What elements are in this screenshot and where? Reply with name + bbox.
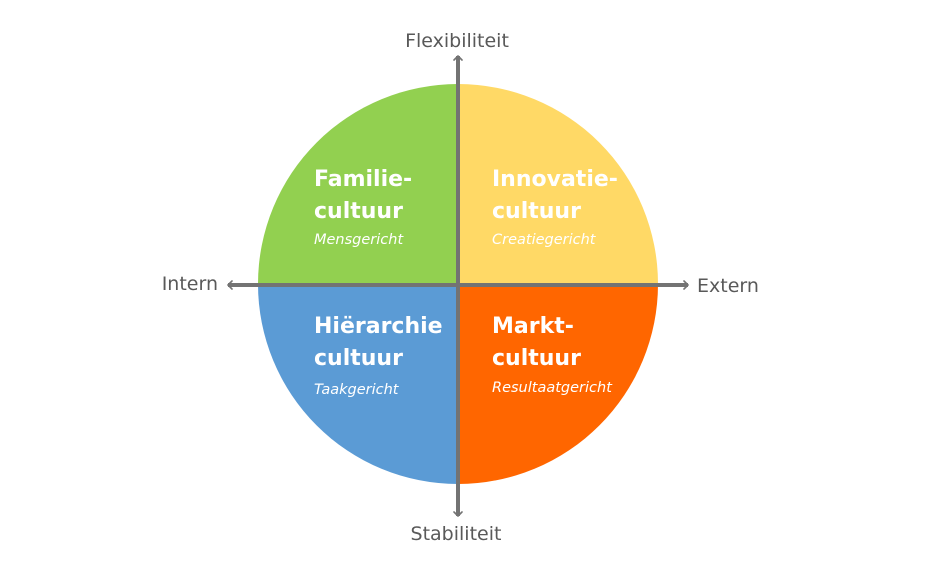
- innovatie-title-line2: cultuur: [492, 199, 581, 224]
- markt-title-line2: cultuur: [492, 346, 581, 371]
- innovatie-subtitle: Creatiegericht: [492, 232, 597, 248]
- hierarchie-title-line2: cultuur: [314, 346, 403, 371]
- axis-label-flexibiliteit: Flexibiliteit: [405, 30, 509, 52]
- familie-title-line1: Familie-: [314, 167, 412, 192]
- familie-subtitle: Mensgericht: [314, 232, 404, 248]
- hierarchie-subtitle: Taakgericht: [314, 382, 400, 398]
- markt-title-line1: Markt-: [492, 314, 574, 339]
- quadrant-innovatie: [458, 84, 658, 284]
- hierarchie-title-line1: Hiërarchie: [314, 314, 443, 339]
- quadrant-hierarchie: [258, 284, 458, 484]
- axis-label-intern: Intern: [162, 273, 218, 295]
- axis-label-stabiliteit: Stabiliteit: [411, 523, 502, 545]
- quadrant-familie: [258, 84, 458, 284]
- quadrant-markt: [458, 284, 658, 484]
- axis-label-extern: Extern: [697, 275, 759, 297]
- familie-title-line2: cultuur: [314, 199, 403, 224]
- innovatie-title-line1: Innovatie-: [492, 167, 618, 192]
- markt-subtitle: Resultaatgericht: [492, 380, 613, 396]
